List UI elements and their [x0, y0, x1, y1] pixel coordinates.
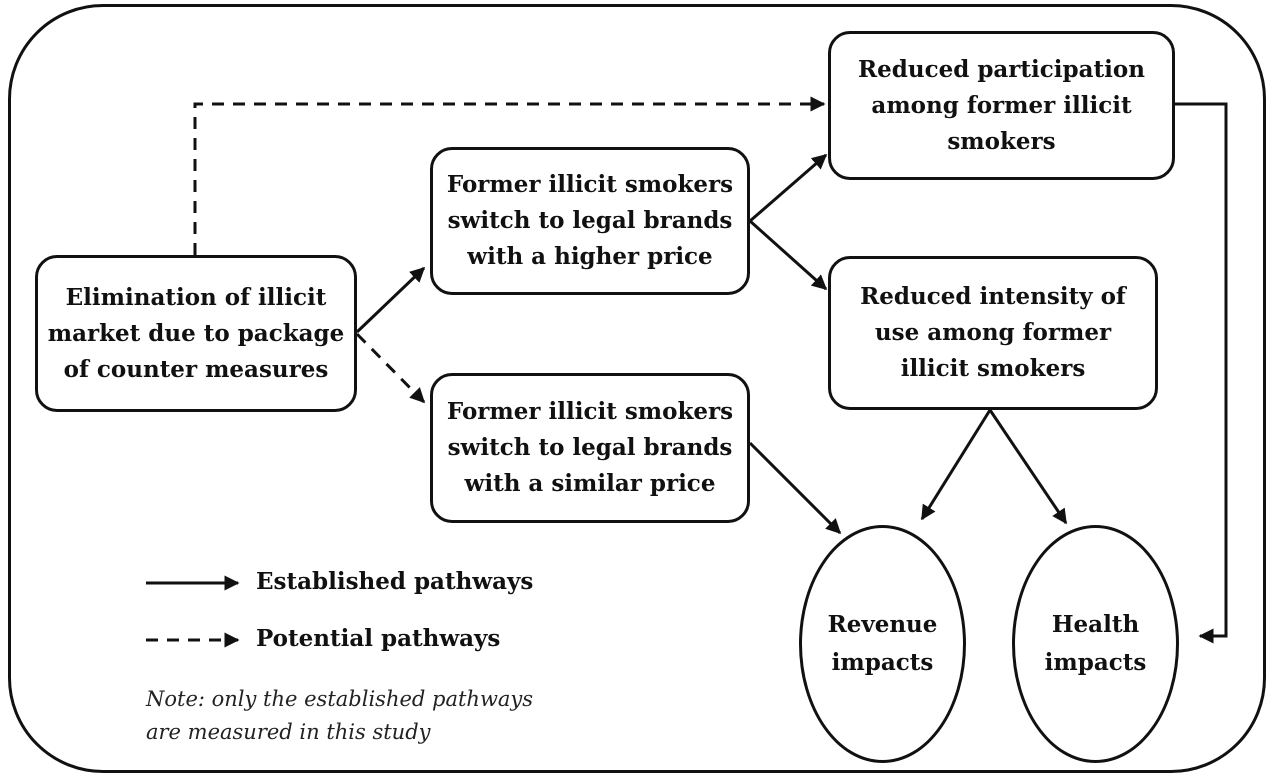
potential-arrow-to-participation	[193, 96, 826, 255]
established-arrow-participation-to-health	[1175, 102, 1228, 644]
established-arrow-intensity-to-health	[988, 409, 1068, 525]
potential-arrow-to-switch-similar	[355, 332, 426, 404]
node-reduced-participation: Reduced participation among former illic…	[828, 31, 1175, 180]
node-elimination: Elimination of illicit market due to pac…	[35, 255, 357, 412]
established-arrow-to-switch-higher	[355, 266, 426, 334]
study-note: Note: only the established pathways are …	[146, 687, 534, 744]
established-arrow-to-intensity	[748, 219, 828, 291]
established-arrow-to-participation	[749, 153, 828, 223]
legend-established-label: Established pathways	[256, 568, 534, 595]
outer-frame	[8, 4, 1266, 773]
node-revenue-impacts: Revenue impacts	[799, 525, 966, 763]
established-arrow-similar-to-revenue	[748, 441, 842, 535]
node-health-impacts: Health impacts	[1012, 525, 1179, 763]
node-switch-similar-price: Former illicit smokers switch to legal b…	[430, 373, 750, 523]
node-reduced-intensity: Reduced intensity of use among former il…	[828, 256, 1158, 410]
established-arrow-intensity-to-revenue	[920, 409, 992, 521]
node-switch-higher-price: Former illicit smokers switch to legal b…	[430, 147, 750, 295]
legend-potential-label: Potential pathways	[256, 625, 501, 652]
